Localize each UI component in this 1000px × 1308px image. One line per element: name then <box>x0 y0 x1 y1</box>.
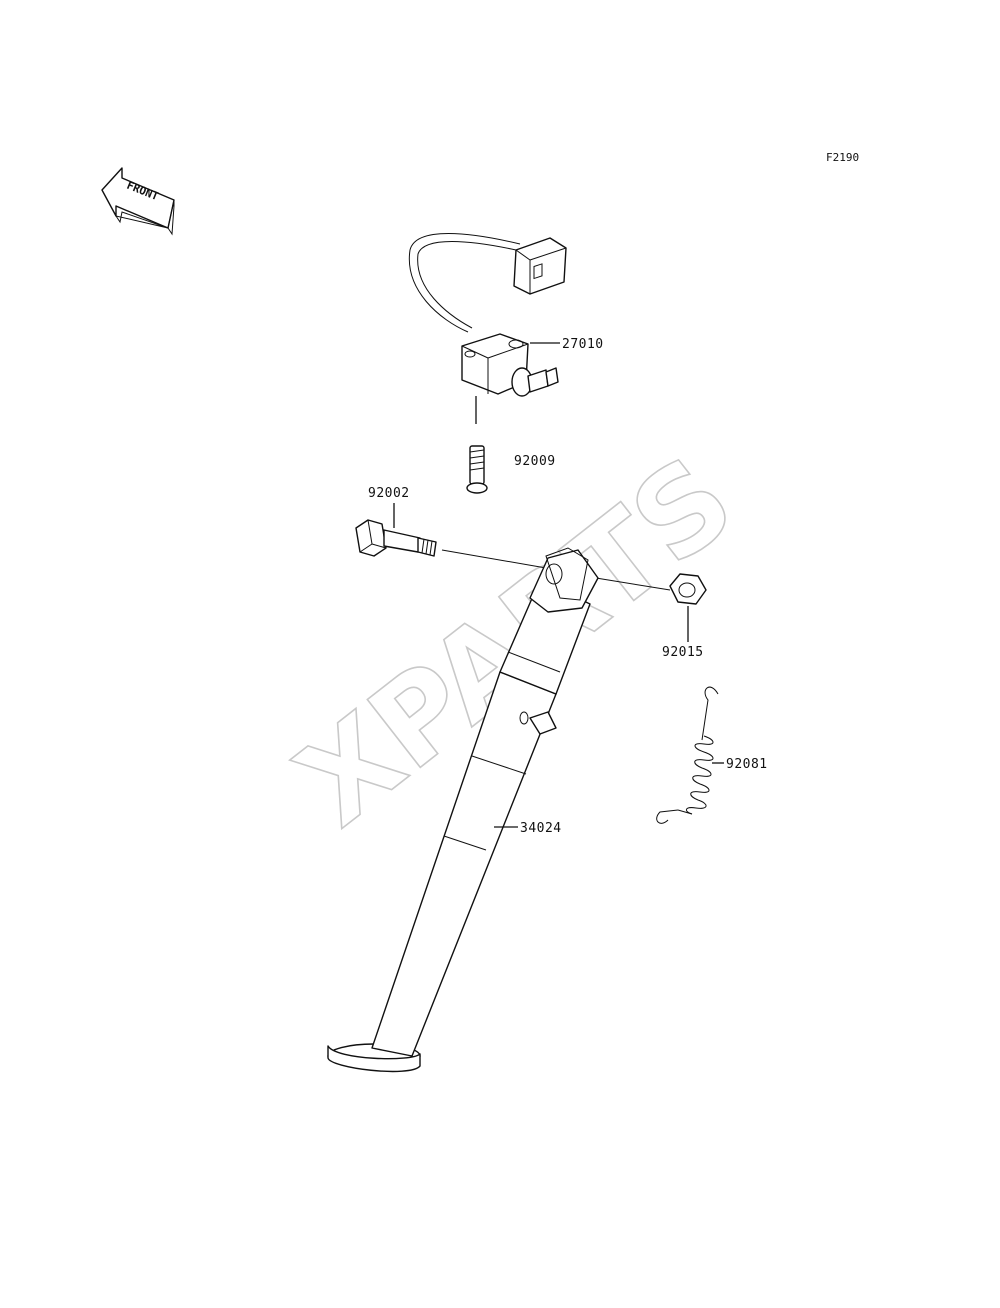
diagram-ref-code: F2190 <box>826 151 859 164</box>
side-stand <box>327 547 599 1073</box>
nut <box>669 573 707 642</box>
part-label-34024: 34024 <box>520 821 562 836</box>
spring <box>656 686 724 824</box>
part-label-92002: 92002 <box>368 486 410 501</box>
switch-screw <box>466 445 488 494</box>
side-stand-switch <box>408 233 567 424</box>
part-label-27010: 27010 <box>562 337 604 352</box>
part-label-92015: 92015 <box>662 645 704 660</box>
front-arrow-icon: FRONT <box>101 167 175 236</box>
part-label-92081: 92081 <box>726 757 768 772</box>
pivot-bolt <box>355 503 437 557</box>
part-label-92009: 92009 <box>514 454 556 469</box>
